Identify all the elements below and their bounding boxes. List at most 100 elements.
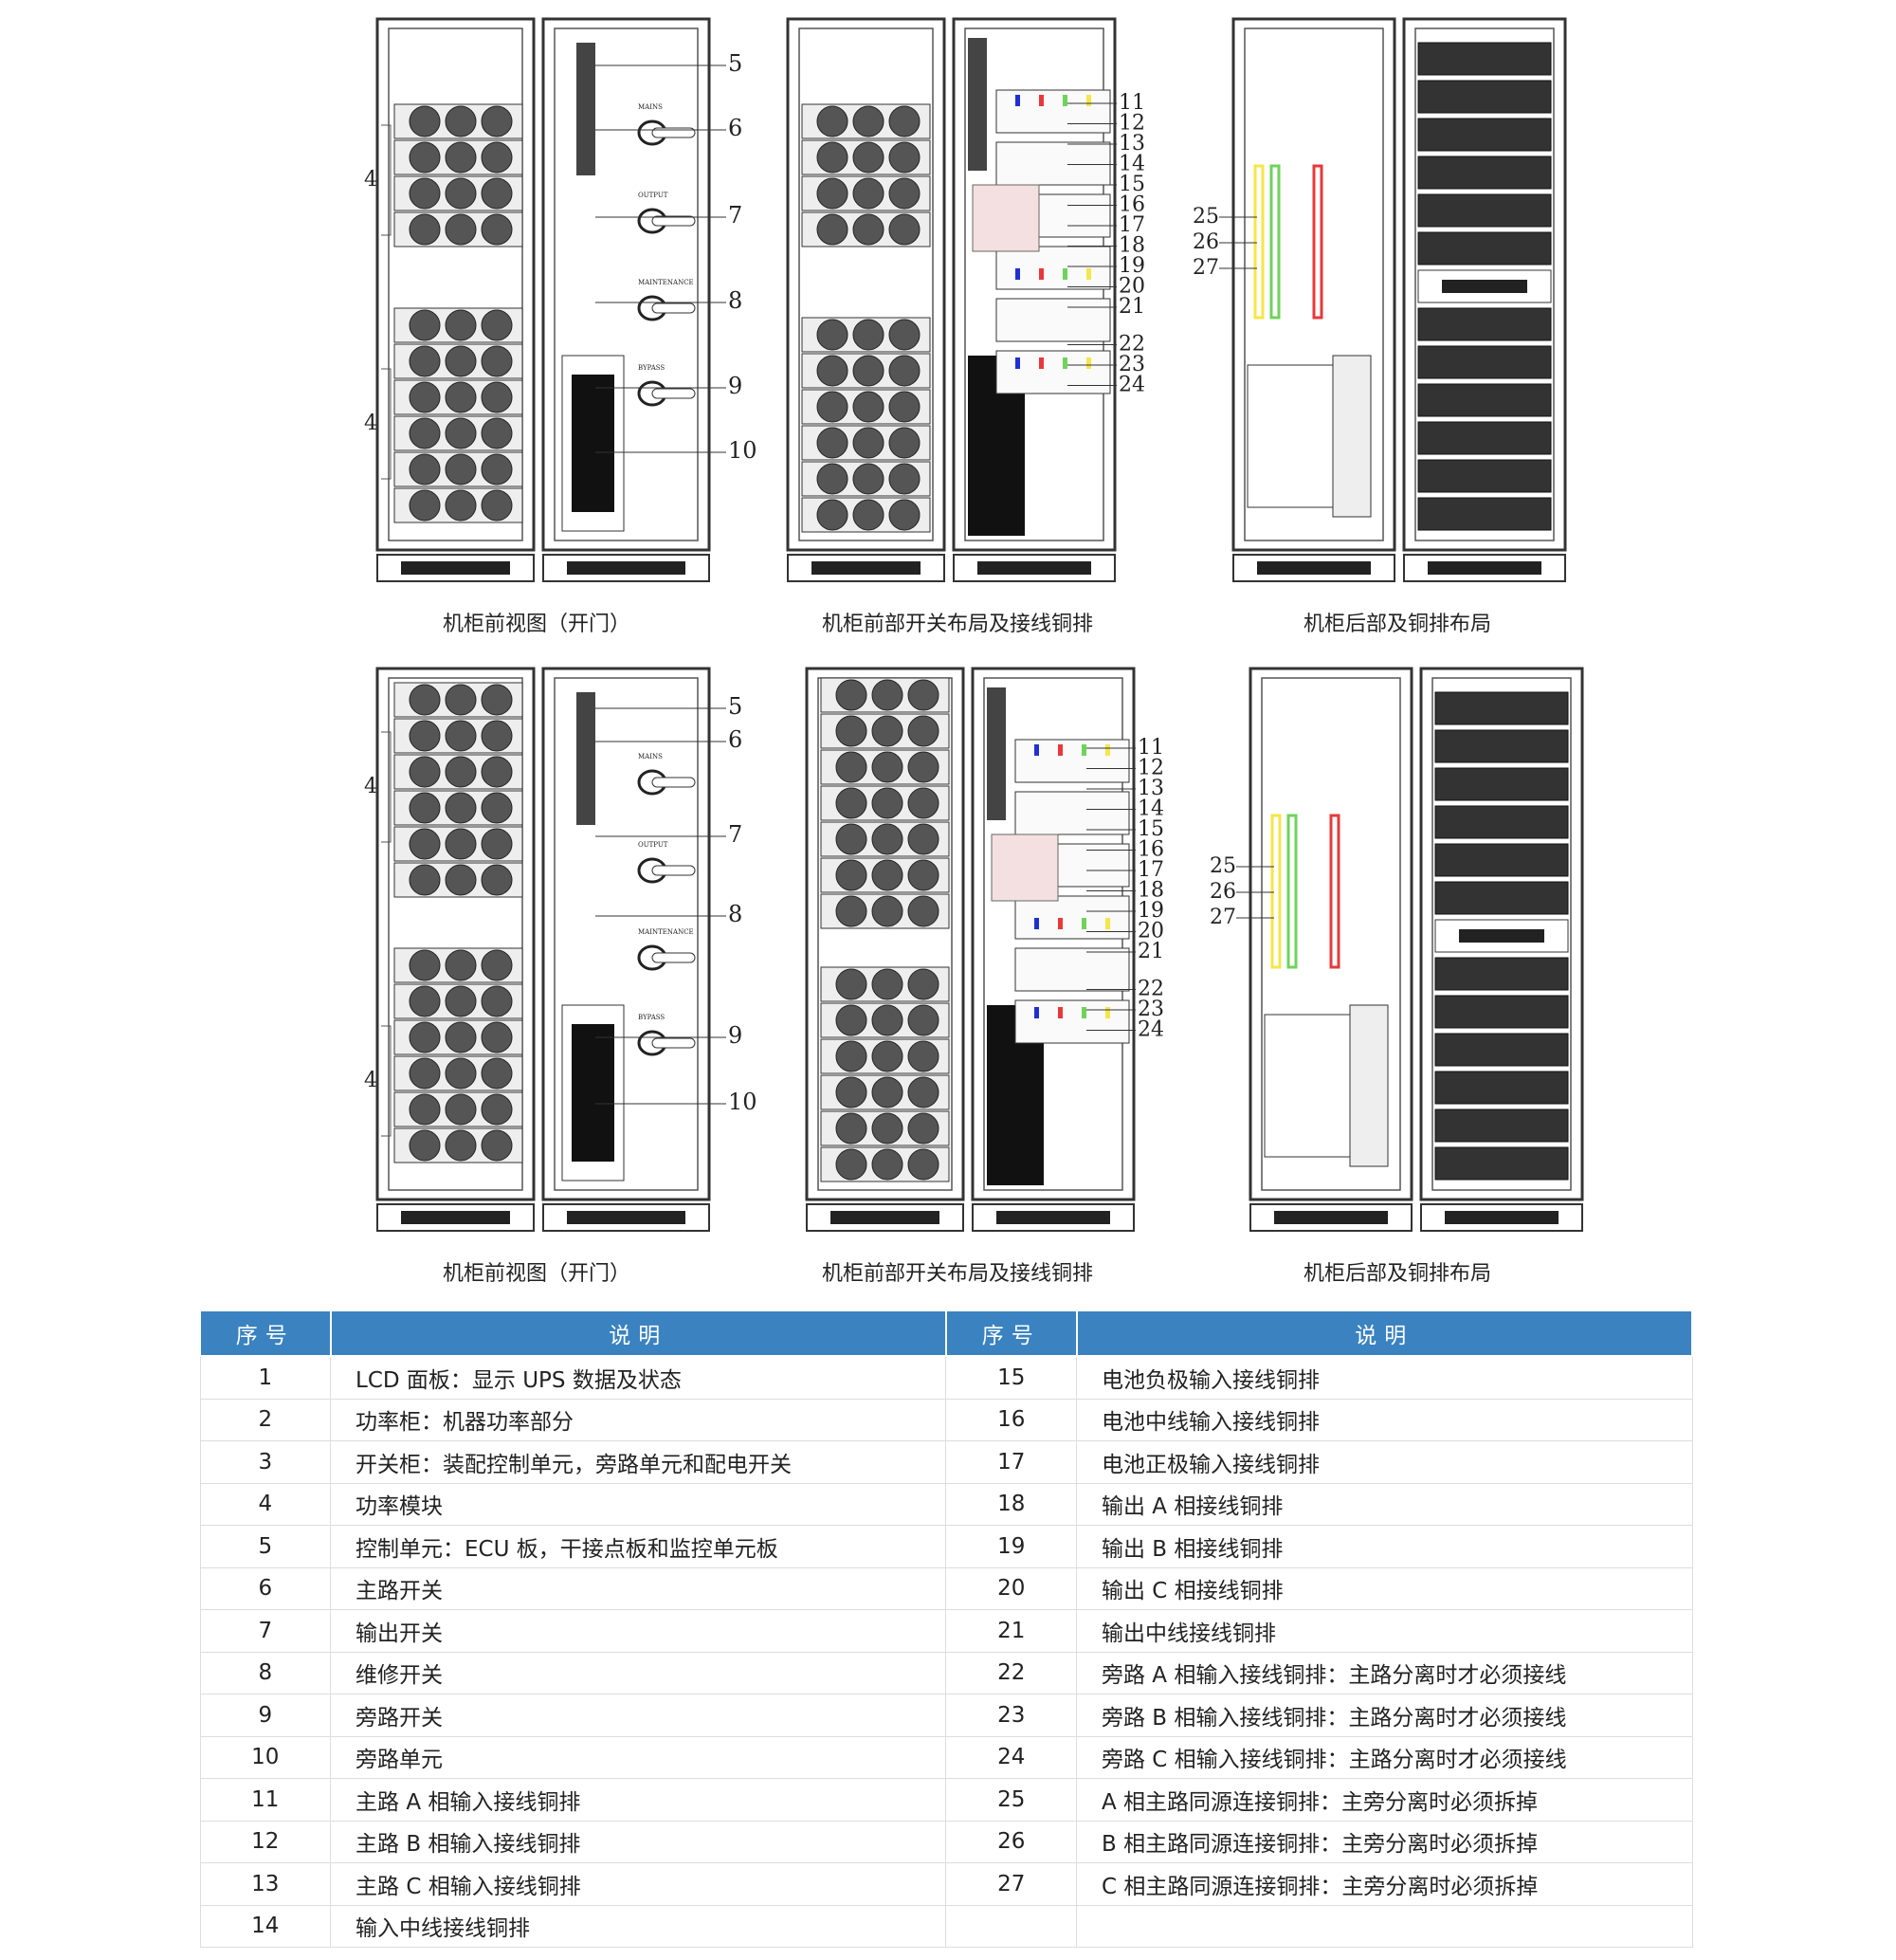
- phase-marker: [1058, 1007, 1063, 1018]
- fan-icon: [481, 792, 513, 824]
- item-description: A 相主路同源连接铜排：主旁分离时必须拆掉: [1076, 1778, 1693, 1822]
- busbar-panel: [1014, 895, 1130, 940]
- fan-icon: [907, 1076, 939, 1108]
- fan-icon: [481, 1093, 513, 1126]
- fan-icon: [888, 463, 921, 495]
- fan-icon: [816, 141, 848, 174]
- fan-icon: [835, 1148, 867, 1181]
- vent-grille: [1428, 561, 1541, 575]
- callout-number: 25: [1193, 205, 1219, 229]
- rear-module: [1434, 767, 1569, 801]
- fan-icon: [871, 787, 903, 819]
- rear-module: [1417, 231, 1552, 266]
- bracket: [381, 124, 392, 236]
- fan-icon: [481, 1057, 513, 1090]
- fan-icon: [835, 751, 867, 783]
- phase-marker: [1105, 744, 1110, 756]
- fan-icon: [445, 1057, 477, 1090]
- item-description: 输出中线接线铜排: [1076, 1609, 1693, 1653]
- item-number: 13: [199, 1862, 332, 1906]
- fan-icon: [409, 684, 441, 716]
- switch-label: MAINS: [638, 753, 663, 760]
- fan-icon: [888, 105, 921, 137]
- vent-grille: [401, 561, 510, 575]
- phase-marker: [1039, 95, 1044, 106]
- switch-handle: [651, 215, 696, 227]
- fan-icon: [871, 968, 903, 1000]
- rear-module: [1434, 881, 1569, 915]
- fan-icon: [852, 499, 884, 531]
- busbar-panel: [1014, 947, 1130, 992]
- bracket: [381, 1025, 392, 1137]
- callout-number: 19: [1138, 899, 1164, 923]
- vent-grille: [1257, 561, 1371, 575]
- fan-icon: [907, 895, 939, 927]
- fan-icon: [481, 828, 513, 860]
- item-description: LCD 面板：显示 UPS 数据及状态: [330, 1355, 947, 1400]
- item-description: 开关柜：装配控制单元，旁路单元和配电开关: [330, 1440, 947, 1484]
- fan-icon: [481, 453, 513, 485]
- vent-grille: [567, 1211, 685, 1224]
- fan-icon: [816, 177, 848, 210]
- fan-icon: [835, 895, 867, 927]
- fan-icon: [852, 355, 884, 387]
- item-description: 电池中线输入接线铜排: [1076, 1398, 1693, 1441]
- item-description: 主路开关: [330, 1566, 947, 1610]
- phase-marker: [1082, 744, 1086, 756]
- fan-icon: [871, 1148, 903, 1181]
- cabinet-inner: [388, 677, 523, 1191]
- switch-handle: [651, 1037, 696, 1049]
- item-description: 旁路开关: [330, 1694, 947, 1737]
- rear-module: [1417, 383, 1552, 417]
- fan-icon: [445, 309, 477, 341]
- item-number: 20: [945, 1566, 1077, 1610]
- callout-number: 14: [1138, 797, 1164, 821]
- fan-icon: [852, 141, 884, 174]
- control-unit: [576, 43, 595, 175]
- item-description: 旁路单元: [330, 1735, 947, 1779]
- callout-number: 22: [1138, 978, 1164, 1001]
- item-description: B 相主路同源连接铜排：主旁分离时必须拆掉: [1076, 1820, 1693, 1863]
- rear-module: [1417, 42, 1552, 76]
- busbar-panel: [1014, 999, 1130, 1044]
- item-description: 输出开关: [330, 1609, 947, 1653]
- switch-label: MAINS: [638, 103, 663, 111]
- fan-icon: [409, 213, 441, 246]
- fan-icon: [907, 1040, 939, 1072]
- figure-caption: 机柜前视图（开门）: [442, 613, 630, 636]
- fan-icon: [481, 177, 513, 210]
- switch-label: OUTPUT: [638, 192, 668, 199]
- fan-icon: [871, 1004, 903, 1036]
- switch-label: BYPASS: [638, 364, 665, 372]
- callout-number: 16: [1138, 838, 1164, 862]
- item-description: 控制单元：ECU 板，干接点板和监控单元板: [330, 1525, 947, 1568]
- busbar-panel: [1014, 739, 1130, 783]
- fan-icon: [445, 684, 477, 716]
- rear-module: [1417, 345, 1552, 379]
- busbar-panel: [1014, 791, 1130, 835]
- callout-number: 4: [364, 412, 377, 435]
- source-busbar: [1286, 814, 1298, 969]
- fan-icon: [445, 177, 477, 210]
- phase-marker: [1058, 744, 1063, 756]
- item-number: 4: [199, 1482, 332, 1526]
- item-description: 输入中线接线铜排: [330, 1904, 947, 1948]
- rear-module: [1434, 805, 1569, 839]
- fan-icon: [816, 427, 848, 459]
- fan-icon: [871, 679, 903, 711]
- item-number: 7: [199, 1609, 332, 1653]
- switch-label: OUTPUT: [638, 841, 668, 849]
- item-number: [945, 1904, 1077, 1948]
- fan-icon: [409, 720, 441, 752]
- fan-icon: [852, 213, 884, 246]
- item-number: 6: [199, 1566, 332, 1610]
- phase-marker: [1015, 357, 1020, 369]
- header-no-2: 序号: [944, 1310, 1078, 1357]
- fan-icon: [888, 319, 921, 351]
- item-number: 14: [199, 1904, 332, 1948]
- fan-icon: [409, 453, 441, 485]
